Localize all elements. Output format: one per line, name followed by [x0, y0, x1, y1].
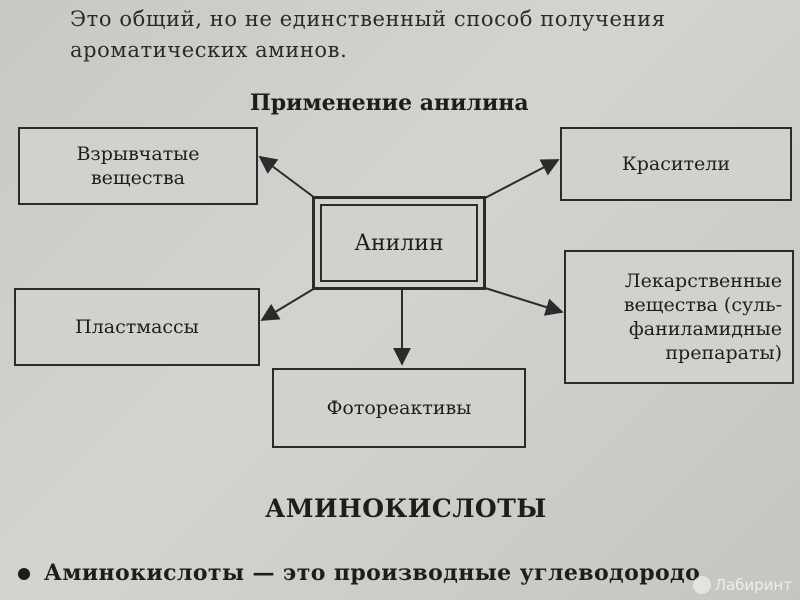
intro-line-2: ароматических аминов. — [70, 38, 348, 62]
node-medicines-label: Лекарственные вещества (суль- фаниламидн… — [623, 270, 782, 364]
watermark-logo-icon — [692, 576, 711, 594]
diagram-title: Применение анилина — [250, 90, 529, 116]
bullet-dot-icon — [18, 568, 30, 580]
node-aniline: Анилин — [312, 196, 486, 290]
intro-line-1: Это общий, но не единственный способ пол… — [70, 7, 666, 31]
intro-paragraph: Это общий, но не единственный способ пол… — [70, 4, 790, 66]
arrow-to-plastics — [260, 287, 316, 321]
node-plastics-label: Пластмассы — [75, 316, 199, 338]
node-medicines: Лекарственные вещества (суль- фаниламидн… — [564, 250, 794, 384]
node-explosives-label: Взрывчатые вещества — [76, 143, 200, 189]
bullet-paragraph: Аминокислоты — это производные углеводор… — [18, 560, 700, 586]
node-photoreagents-label: Фотореактивы — [326, 397, 472, 419]
arrow-to-medicines — [484, 287, 564, 316]
node-explosives: Взрывчатые вещества — [18, 127, 258, 205]
node-plastics: Пластмассы — [14, 288, 260, 366]
node-aniline-label: Анилин — [354, 230, 444, 256]
watermark-text: Лабиринт — [714, 575, 792, 594]
arrow-to-dyes — [484, 159, 560, 199]
node-dyes-label: Красители — [622, 153, 730, 175]
node-photoreagents: Фотореактивы — [272, 368, 526, 448]
node-dyes: Красители — [560, 127, 792, 201]
arrow-to-explosives — [258, 155, 316, 199]
bullet-text: Аминокислоты — это производные углеводор… — [44, 560, 701, 586]
section-heading: АМИНОКИСЛОТЫ — [265, 494, 547, 523]
watermark: Лабиринт — [692, 575, 792, 594]
